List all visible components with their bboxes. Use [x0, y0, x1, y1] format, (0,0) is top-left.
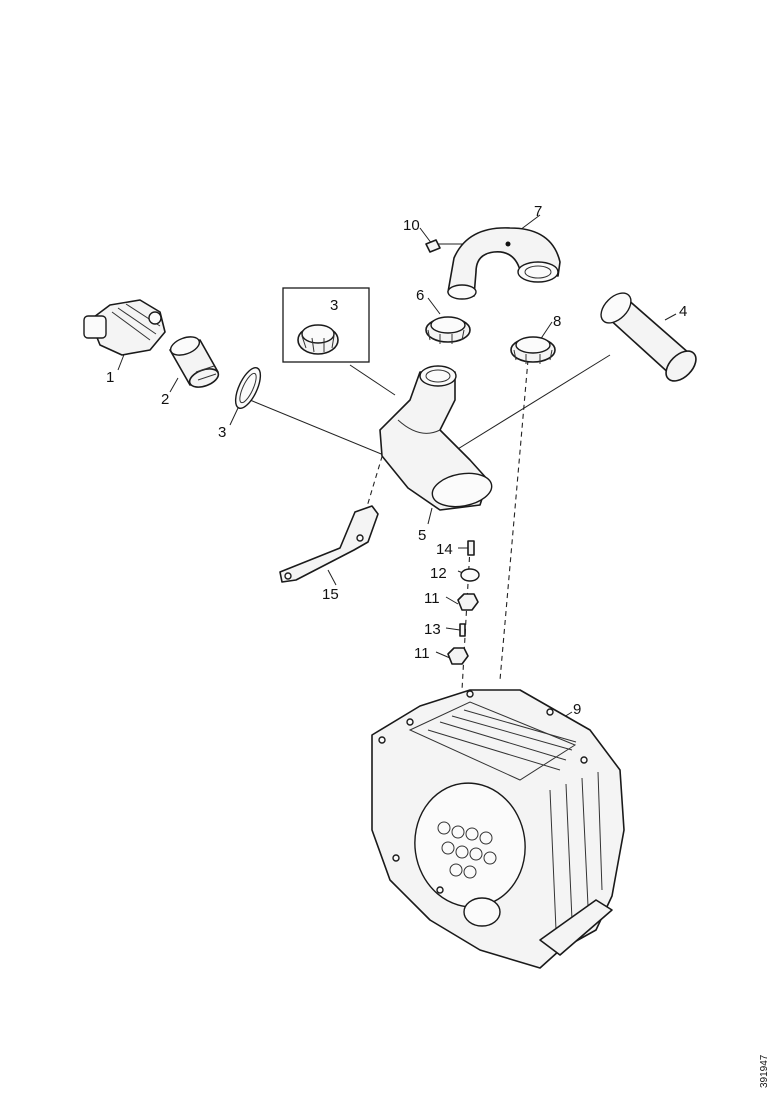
callout-7: 7	[534, 203, 542, 220]
callout-2: 2	[161, 391, 169, 408]
callout-5: 5	[418, 527, 426, 544]
callout-6: 6	[416, 287, 424, 304]
part-15-bracket	[279, 505, 379, 583]
callout-8: 8	[553, 313, 561, 330]
inset-box-clamp-3	[282, 287, 370, 363]
callout-4: 4	[679, 303, 687, 320]
callout-3-inset: 3	[330, 297, 338, 314]
part-1-housing	[83, 299, 166, 356]
callout-12: 12	[430, 565, 447, 582]
part-8-clamp	[510, 336, 556, 364]
part-9-silencer	[371, 689, 625, 969]
callout-13: 13	[424, 621, 441, 638]
part-2-sleeve	[169, 336, 220, 388]
callout-9: 9	[573, 701, 581, 718]
callout-3: 3	[218, 424, 226, 441]
part-6-clamp	[425, 316, 471, 344]
assembly-lines	[359, 359, 529, 691]
part-4-tube	[600, 292, 697, 382]
document-number: 391947	[759, 1054, 770, 1088]
part-10-screw	[425, 239, 441, 253]
callout-14: 14	[436, 541, 453, 558]
part-3-gasket	[234, 367, 262, 409]
fastener-stack	[447, 540, 480, 665]
callout-10: 10	[403, 217, 420, 234]
callout-labels: 1 2 3 3 4 5 6 7 8 9 10 11 11 12 13 14 15	[106, 203, 687, 718]
callout-11-upper: 11	[424, 590, 440, 607]
callout-11-lower: 11	[414, 645, 430, 662]
front-holes	[437, 821, 497, 879]
part-5-elbow	[379, 365, 493, 511]
part-7-u-bend	[447, 227, 561, 300]
callout-15: 15	[322, 586, 339, 603]
callout-1: 1	[106, 369, 114, 386]
